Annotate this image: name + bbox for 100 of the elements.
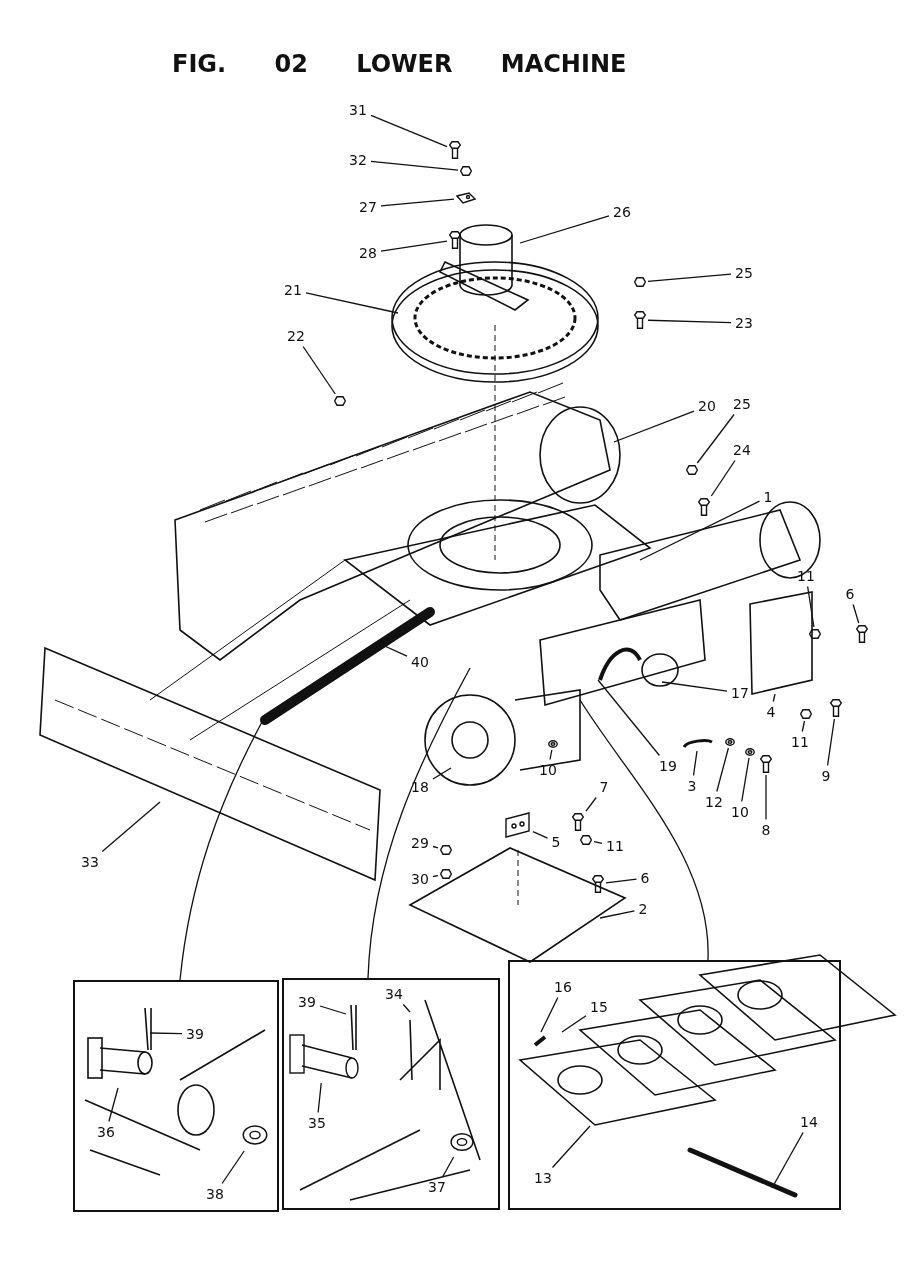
connector-line (432, 845, 439, 849)
bolt-drawing (634, 311, 646, 329)
inset-panel (73, 980, 279, 1212)
bolt-drawing (698, 498, 710, 516)
callout-number: 10 (537, 761, 559, 779)
callout-number: 11 (789, 733, 811, 751)
callout-number: 11 (604, 837, 626, 855)
callout-number: 28 (357, 244, 379, 262)
connector-line (807, 585, 815, 628)
bolt-drawing (449, 231, 461, 249)
leader-line (319, 1005, 347, 1015)
callout-number: 18 (409, 778, 431, 796)
washer-drawing (725, 738, 735, 746)
plate-drawing (456, 192, 476, 204)
callout-number: 12 (703, 793, 725, 811)
callout-number: 6 (638, 869, 652, 887)
leader-line (540, 996, 559, 1033)
nut-drawing (440, 845, 452, 855)
callout-number: 39 (296, 993, 318, 1011)
leader-line (432, 767, 452, 780)
connector-line (647, 273, 732, 282)
callout-number: 33 (79, 853, 101, 871)
bolt-drawing (572, 813, 584, 831)
leader-line (639, 500, 761, 561)
nut-drawing (800, 709, 812, 719)
callout-number: 22 (285, 327, 307, 345)
callout-number: 25 (733, 264, 755, 282)
connector-line (852, 603, 860, 624)
callout-number: 32 (347, 151, 369, 169)
callout-number: 3 (685, 777, 699, 795)
pin-drawing (288, 1033, 360, 1081)
callout-number: 20 (696, 397, 718, 415)
callout-number: 25 (731, 395, 753, 413)
callout-number: 14 (798, 1113, 820, 1131)
callout-number: 37 (426, 1178, 448, 1196)
callout-number: 38 (204, 1185, 226, 1203)
callout-number: 7 (597, 778, 611, 796)
leader-line (149, 1032, 183, 1035)
nut-drawing (580, 835, 592, 845)
bar-drawing (683, 739, 713, 749)
connector-line (585, 796, 597, 812)
callout-number: 34 (383, 985, 405, 1003)
connector-line (605, 878, 638, 884)
callout-number: 8 (759, 821, 773, 839)
connector-line (801, 720, 806, 733)
washer-drawing (548, 740, 558, 748)
callout-number: 40 (409, 653, 431, 671)
connector-line (741, 757, 750, 803)
leader-line (519, 215, 610, 244)
leader-line (551, 1125, 591, 1169)
connector-line (579, 699, 709, 961)
leader-line (561, 1015, 587, 1033)
nut-drawing (686, 465, 698, 475)
leader-line (597, 679, 661, 757)
leader-line (661, 681, 728, 692)
connector-line (367, 667, 471, 979)
nut-drawing (460, 166, 472, 176)
connector-line (692, 750, 698, 777)
bolt-drawing (856, 625, 868, 643)
callout-number: 6 (843, 585, 857, 603)
connector-line (221, 1150, 245, 1185)
callout-number: 13 (532, 1169, 554, 1187)
inset-panel (508, 960, 841, 1210)
connector-line (317, 1082, 322, 1114)
connector-line (716, 747, 730, 793)
callout-number: 5 (549, 833, 563, 851)
nut-drawing (334, 396, 346, 406)
connector-line (370, 160, 459, 171)
nut-drawing (809, 629, 821, 639)
callout-number: 29 (409, 834, 431, 852)
callout-number: 35 (306, 1114, 328, 1132)
figure-title: FIG. 02 LOWER MACHINE (172, 50, 627, 78)
callout-number: 23 (733, 314, 755, 332)
connector-line (710, 459, 736, 497)
callout-number: 19 (657, 757, 679, 775)
callout-number: 26 (611, 203, 633, 221)
inset-panel (282, 978, 500, 1210)
connector-line (549, 749, 553, 761)
connector-line (380, 198, 455, 207)
leader-line (402, 1003, 411, 1013)
callout-number: 27 (357, 198, 379, 216)
callout-number: 39 (184, 1025, 206, 1043)
callout-number: 10 (729, 803, 751, 821)
callout-number: 11 (795, 567, 817, 585)
connector-line (765, 774, 767, 821)
connector-line (370, 114, 448, 148)
callout-number: 4 (764, 703, 778, 721)
bracket-drawing (505, 812, 531, 838)
nut-drawing (440, 869, 452, 879)
callout-number: 17 (729, 684, 751, 702)
bolt-drawing (592, 875, 604, 893)
connector-line (696, 413, 735, 464)
connector-line (432, 874, 439, 878)
callout-number: 30 (409, 870, 431, 888)
callout-number: 36 (95, 1123, 117, 1141)
callout-number: 9 (819, 767, 833, 785)
leader-line (101, 801, 161, 853)
leader-line (108, 1087, 119, 1123)
washer-drawing (745, 748, 755, 756)
connector-line (179, 721, 263, 981)
